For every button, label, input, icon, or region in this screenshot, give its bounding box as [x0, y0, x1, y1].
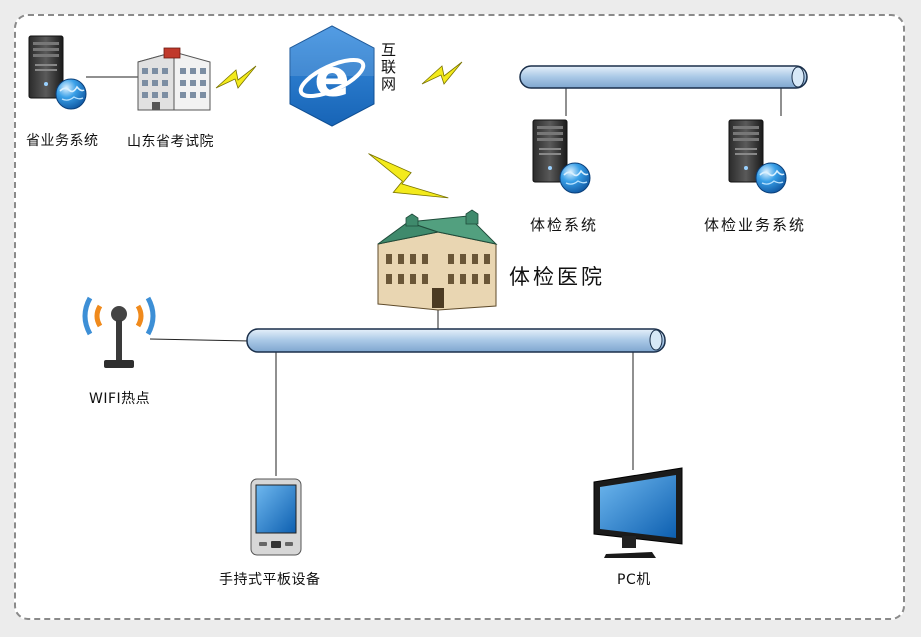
exam-system-label: 体检系统	[530, 216, 599, 234]
lightning-bolt-icon	[368, 153, 449, 199]
hospital-network-bus	[246, 328, 666, 353]
province-system-label: 省业务系统	[26, 133, 99, 149]
hospital-building-icon	[377, 209, 498, 311]
tablet-device-icon	[250, 478, 302, 556]
hospital-label: 体检医院	[509, 265, 605, 289]
wifi-antenna-icon	[82, 296, 156, 368]
wifi-label: WIFI热点	[89, 391, 151, 407]
diagram-frame	[14, 14, 905, 620]
exam-institute-label: 山东省考试院	[127, 134, 214, 150]
link-wifi-bus	[149, 338, 251, 342]
exam-system-server-icon	[532, 119, 591, 194]
exam-business-system-label: 体检业务系统	[704, 216, 807, 234]
internet-explorer-icon: e	[289, 25, 375, 127]
lightning-bolt-icon	[421, 61, 463, 85]
office-building-icon	[137, 47, 211, 111]
tablet-label: 手持式平板设备	[219, 572, 321, 588]
lightning-bolt-icon	[215, 65, 257, 89]
province-server-icon	[28, 35, 87, 110]
monitor-icon	[593, 467, 683, 558]
upper-network-bus	[519, 65, 808, 89]
business-system-server-icon	[728, 119, 787, 194]
pc-label: PC机	[617, 572, 651, 588]
internet-label: 互联网	[381, 41, 397, 93]
svg-text:e: e	[314, 49, 349, 109]
